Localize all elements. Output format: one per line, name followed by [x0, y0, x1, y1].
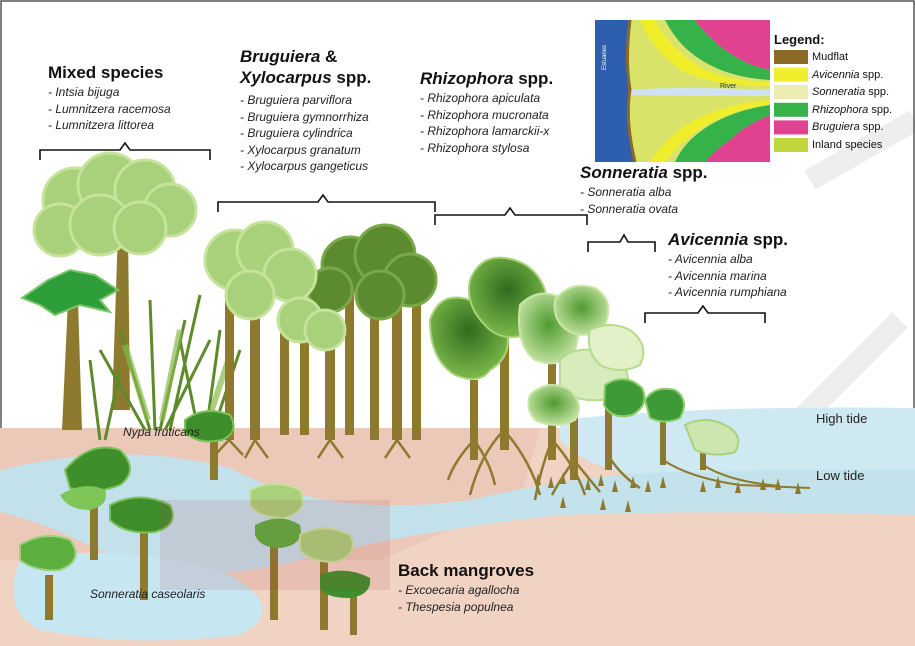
species-item: - Lumnitzera racemosa	[48, 101, 171, 118]
legend-item: Rhizophora spp.	[812, 102, 892, 120]
legend-swatch	[774, 138, 808, 152]
legend-swatch	[774, 85, 808, 99]
title-suffix: &	[320, 47, 337, 66]
species-item: - Avicennia rumphiana	[668, 284, 787, 301]
rhizophora-list: - Rhizophora apiculata - Rhizophora mucr…	[420, 90, 549, 156]
title-italic: Rhizophora	[420, 69, 514, 88]
legend-swatch	[774, 68, 808, 82]
mixed-species-list: - Intsia bijuga - Lumnitzera racemosa - …	[48, 84, 171, 134]
species-item: - Sonneratia ovata	[580, 201, 678, 218]
legend-italic: Avicennia	[812, 69, 860, 81]
species-item: - Intsia bijuga	[48, 84, 171, 101]
legend-swatch	[774, 120, 808, 134]
back-mangroves-title: Back mangroves	[398, 560, 534, 581]
species-item: - Bruguiera gymnorrhiza	[240, 109, 369, 126]
river-label: River	[720, 83, 736, 90]
sonneratia-caseolaris-label: Sonneratia caseolaris	[90, 586, 205, 603]
species-item: - Bruguiera parviflora	[240, 92, 369, 109]
estuary-map	[595, 20, 770, 162]
title-suffix: spp.	[668, 163, 708, 182]
legend-suffix: spp.	[865, 86, 889, 98]
species-item: - Bruguiera cylindrica	[240, 125, 369, 142]
species-item: - Xylocarpus granatum	[240, 142, 369, 159]
sonneratia-title: Sonneratia spp.	[580, 162, 708, 183]
upm-watermark	[160, 500, 390, 590]
legend-swatch	[774, 103, 808, 117]
species-item: - Xylocarpus gangeticus	[240, 158, 369, 175]
species-item: - Rhizophora apiculata	[420, 90, 549, 107]
title-italic: Xylocarpus	[240, 68, 332, 87]
rhizophora-title: Rhizophora spp.	[420, 68, 553, 89]
species-item: - Lumnitzera littorea	[48, 117, 171, 134]
nypa-fruticans-label: Nypa fruticans	[123, 424, 200, 441]
legend-item: Inland species	[812, 137, 892, 155]
estuary-label: Estuaries	[602, 45, 608, 70]
low-tide-label: Low tide	[816, 468, 864, 483]
mixed-species-title: Mixed species	[48, 62, 163, 83]
back-mangroves-list: - Excoecaria agallocha - Thespesia popul…	[398, 582, 519, 615]
legend-italic: Bruguiera	[812, 121, 860, 133]
sonneratia-list: - Sonneratia alba - Sonneratia ovata	[580, 184, 678, 217]
legend-italic: Rhizophora	[812, 104, 868, 116]
title-suffix: spp.	[514, 69, 554, 88]
legend-suffix: spp.	[860, 121, 884, 133]
legend-italic: Sonneratia	[812, 86, 865, 98]
legend-item: Avicennia spp.	[812, 67, 892, 85]
avicennia-title: Avicennia spp.	[668, 229, 788, 250]
species-item: - Excoecaria agallocha	[398, 582, 519, 599]
avicennia-list: - Avicennia alba - Avicennia marina - Av…	[668, 251, 787, 301]
title-italic: Avicennia	[668, 230, 748, 249]
bruguiera-title: Bruguiera & Xylocarpus spp.	[240, 46, 371, 88]
title-suffix: spp.	[332, 68, 372, 87]
species-item: - Rhizophora lamarckii-x	[420, 123, 549, 140]
legend-suffix: spp.	[868, 104, 892, 116]
species-item: - Rhizophora mucronata	[420, 107, 549, 124]
title-italic: Sonneratia	[580, 163, 668, 182]
species-item: - Sonneratia alba	[580, 184, 678, 201]
species-item: - Avicennia marina	[668, 268, 787, 285]
legend-item: Bruguiera spp.	[812, 119, 892, 137]
legend-item: Mudflat	[812, 49, 892, 67]
legend-swatch	[774, 50, 808, 64]
legend-suffix: spp.	[860, 69, 884, 81]
title-italic: Bruguiera	[240, 47, 320, 66]
high-tide-label: High tide	[816, 411, 867, 426]
species-item: - Rhizophora stylosa	[420, 140, 549, 157]
title-suffix: spp.	[748, 230, 788, 249]
species-item: - Avicennia alba	[668, 251, 787, 268]
bruguiera-list: - Bruguiera parviflora - Bruguiera gymno…	[240, 92, 369, 175]
legend-item: Sonneratia spp.	[812, 84, 892, 102]
legend-title: Legend:	[774, 32, 825, 47]
species-item: - Thespesia populnea	[398, 599, 519, 616]
